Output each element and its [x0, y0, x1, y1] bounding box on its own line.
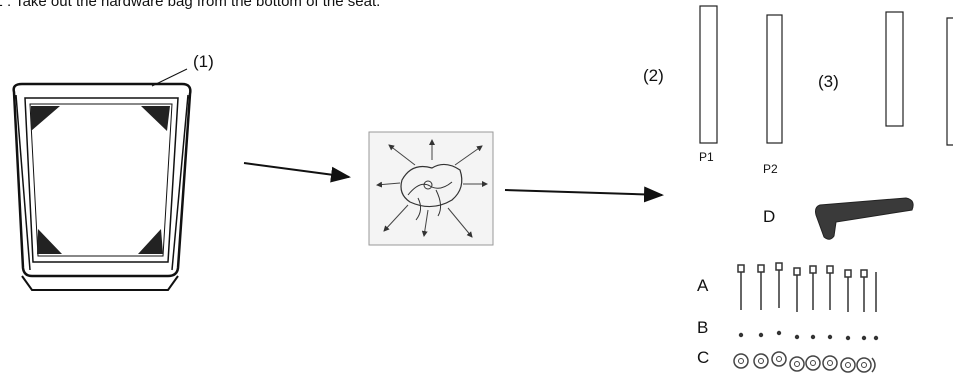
part-c-label: C — [697, 348, 710, 367]
nuts-row — [738, 330, 879, 341]
part-p2-label: P2 — [763, 162, 778, 176]
seat-bottom-drawing — [12, 68, 192, 291]
arrow-to-parts-icon — [504, 186, 664, 203]
leg-p1 — [699, 5, 718, 144]
leg-p2 — [766, 14, 783, 144]
legs-group-a-label: (2) — [643, 66, 664, 85]
bolts-row — [737, 262, 877, 312]
arrow-to-bag-icon — [243, 162, 351, 183]
legs-group-b-label: (3) — [818, 72, 839, 91]
leg-p3 — [885, 11, 904, 127]
step-instruction: o 1 : Take out the hardware bag from the… — [0, 0, 381, 10]
allen-key-drawing — [815, 197, 914, 240]
seat-callout-label: (1) — [193, 52, 214, 71]
part-a-label: A — [697, 276, 709, 295]
part-p1-label: P1 — [699, 150, 714, 164]
leg-tubes — [699, 5, 953, 146]
hardware-bag-illustration — [368, 131, 494, 246]
leg-p4 — [946, 17, 953, 146]
washers-row — [733, 351, 876, 373]
part-d-label: D — [763, 207, 776, 226]
part-b-label: B — [697, 318, 709, 337]
